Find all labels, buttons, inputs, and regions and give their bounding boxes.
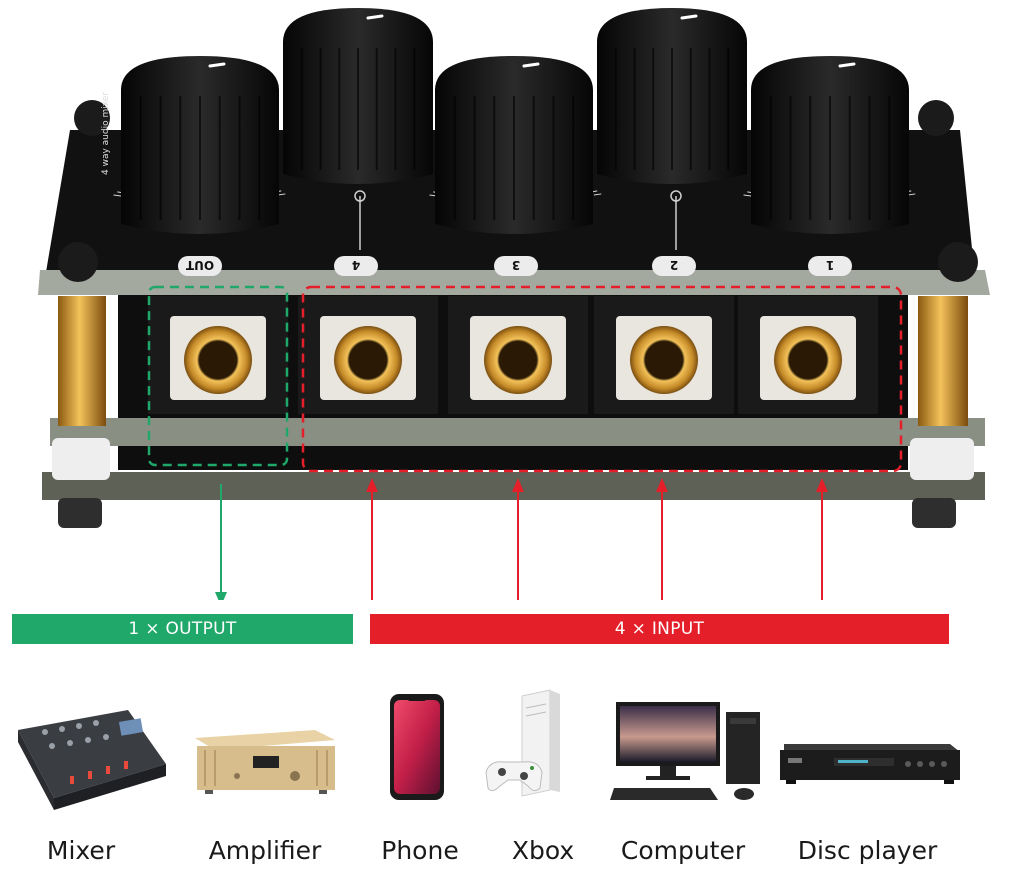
side-print: 4 way audio mixer [101,92,111,175]
volume-knob-2[interactable] [597,8,747,184]
spacer-left [52,438,110,480]
caption-amplifier: Amplifier [208,836,322,865]
knob-row [121,8,909,234]
caption-phone: Phone [381,836,459,865]
amplifier-icon [195,730,335,794]
bottom-plate [42,472,985,500]
svg-text:OUT: OUT [185,258,214,272]
screw-back-left [74,100,110,136]
input-jack-3 [448,296,588,414]
volume-knob-3[interactable] [121,56,279,234]
svg-text:3: 3 [512,258,520,272]
input-jack-4 [298,296,438,414]
output-banner: 1 × OUTPUT [12,614,353,644]
lower-rail [50,418,985,446]
input-arrows [366,478,828,600]
knob-label-out: OUT [178,256,222,276]
standoff-left [58,296,106,426]
spacer-right [910,438,974,480]
knob-label-1: 1 [808,256,852,276]
volume-knob-1[interactable] [283,8,433,184]
phone-icon [390,694,444,800]
top-plate-edge [38,270,990,295]
foot-right [912,498,956,528]
standoff-right [918,296,968,426]
foot-left [58,498,102,528]
screw-front-left [58,242,98,282]
input-jack-1 [738,296,878,414]
disc-player-icon [780,744,960,784]
caption-mixer: Mixer [46,836,116,865]
knob-label-4: 4 [334,256,378,276]
output-frame [147,285,289,467]
knob-label-2: 2 [652,256,696,276]
jack-row [148,296,878,414]
output-jack [148,296,288,414]
screw-back-right [918,100,954,136]
audio-mixer-device: OUT 4 3 2 1 4 way audio mixer [38,8,990,600]
knob-label-3: 3 [494,256,538,276]
input-jack-2 [594,296,734,414]
xbox-icon [485,689,560,797]
knob-scales: OUT 4 3 2 1 [113,173,916,276]
svg-text:4: 4 [352,258,360,272]
input-frame [301,285,903,473]
volume-knob-4[interactable] [435,56,593,234]
svg-text:2: 2 [670,258,678,272]
caption-computer: Computer [620,836,746,865]
output-arrow [215,484,227,600]
svg-text:1: 1 [826,258,834,272]
volume-knob-5[interactable] [751,56,909,234]
caption-disc-player: Disc player [797,836,938,865]
mixer-icon [18,710,166,810]
computer-icon [610,702,760,800]
caption-xbox: Xbox [511,836,575,865]
input-banner: 4 × INPUT [370,614,949,644]
screw-front-right [938,242,978,282]
